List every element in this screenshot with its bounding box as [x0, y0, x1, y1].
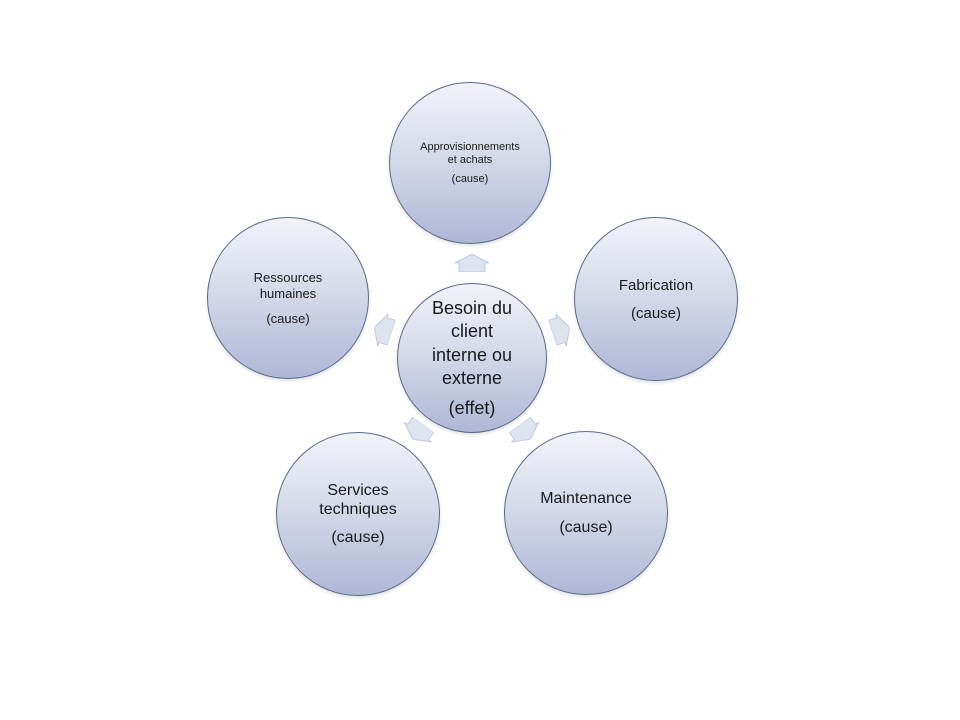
cause-node-fabrication: Fabrication (cause) — [574, 217, 738, 381]
cause-tag: (cause) — [559, 518, 613, 536]
cause-tag: (cause) — [451, 172, 489, 185]
arrow-to-fabrication — [547, 311, 575, 349]
cause-node-maintenance: Maintenance (cause) — [504, 431, 668, 595]
center-label: Besoin du client interne ou externe — [431, 298, 513, 388]
cause-label: Approvisionnements et achats — [420, 141, 520, 166]
cause-tag: (cause) — [331, 529, 385, 547]
cause-node-ressources: Ressources humaines (cause) — [207, 217, 369, 379]
cause-label: Services techniques — [319, 481, 397, 518]
cause-node-supply: Approvisionnements et achats (cause) — [389, 82, 551, 244]
arrow-to-supply — [455, 254, 489, 272]
arrow-to-maintenance — [506, 415, 544, 450]
center-node: Besoin du client interne ou externe (eff… — [397, 283, 547, 433]
cause-label: Ressources humaines — [253, 269, 323, 301]
cause-tag: (cause) — [266, 311, 310, 327]
center-tag: (effet) — [448, 397, 496, 418]
cause-tag: (cause) — [630, 304, 682, 322]
cause-label: Maintenance — [540, 490, 632, 508]
arrow-to-services — [399, 415, 437, 450]
cause-node-services: Services techniques (cause) — [276, 432, 440, 596]
cause-label: Fabrication — [618, 276, 694, 294]
arrow-to-ressources — [369, 311, 397, 349]
